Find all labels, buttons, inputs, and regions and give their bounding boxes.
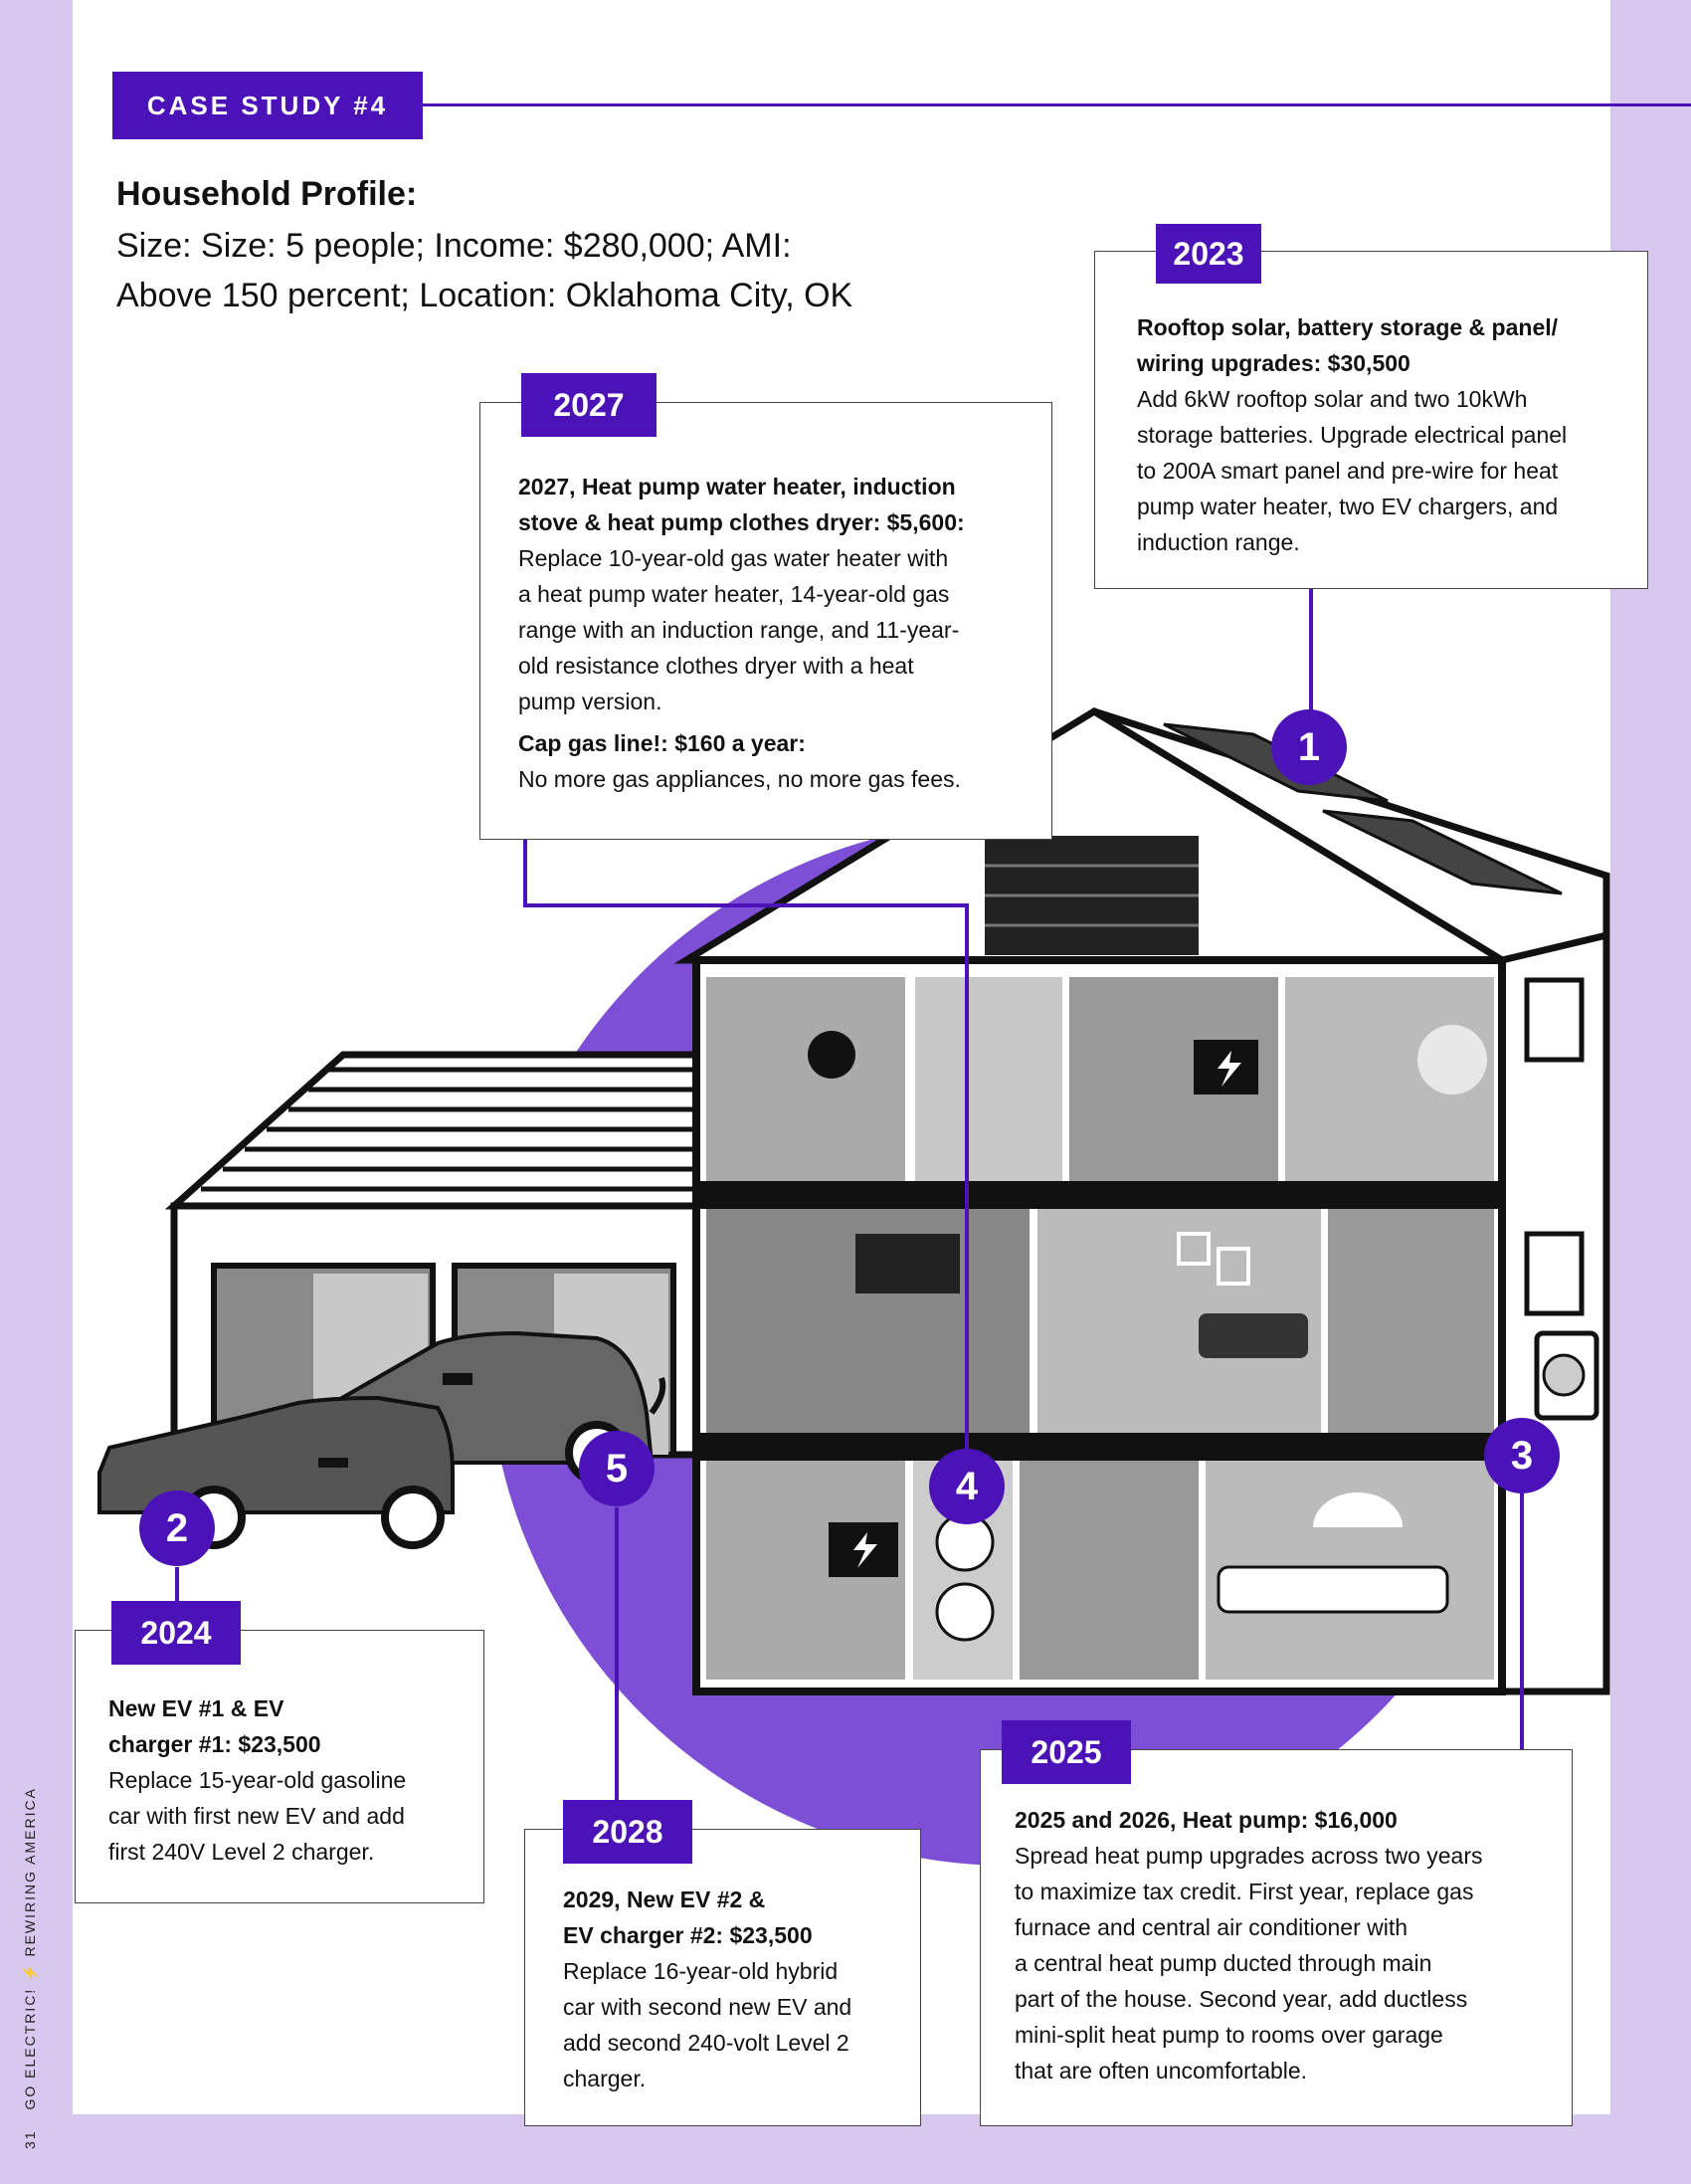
step-3-body-line: that are often uncomfortable. [1015, 2058, 1308, 2084]
profile-line-2: Above 150 percent; Location: Oklahoma Ci… [116, 277, 853, 314]
step-1-year: 2023 [1156, 224, 1261, 284]
step-3-body-line: mini-split heat pump to rooms over garag… [1015, 2022, 1443, 2048]
step-3-year: 2025 [1002, 1720, 1131, 1784]
step-5-card: 2028 2029, New EV #2 & EV charger #2: $2… [524, 1800, 921, 2126]
step-1-heading-1: Rooftop solar, battery storage & panel/ [1137, 314, 1559, 340]
connector-1 [1309, 589, 1313, 748]
step-2-card: 2024 New EV #1 & EV charger #1: $23,500 … [75, 1601, 484, 1903]
header-rule [423, 103, 1691, 106]
step-4-body-line: pump version. [518, 689, 662, 714]
step-3-body-line: part of the house. Second year, add duct… [1015, 1986, 1468, 2012]
step-4-body-line: old resistance clothes dryer with a heat [518, 653, 914, 679]
connector-4a [523, 838, 527, 907]
step-5-heading-2: EV charger #2: $23,500 [563, 1922, 813, 1948]
profile-title: Household Profile: [116, 175, 418, 213]
step-4-body-line: range with an induction range, and 11-ye… [518, 617, 960, 643]
step-2-heading-1: New EV #1 & EV [108, 1695, 284, 1721]
connector-4b [523, 903, 969, 907]
step-4-card: 2027 2027, Heat pump water heater, induc… [479, 373, 1052, 840]
step-4-body-line: Replace 10-year-old gas water heater wit… [518, 545, 949, 571]
step-5-body-line: Replace 16-year-old hybrid [563, 1958, 839, 1984]
connector-5 [615, 1507, 619, 1831]
step-4-body-2: No more gas appliances, no more gas fees… [518, 766, 961, 792]
house-body [692, 930, 1610, 1695]
step-4-heading-1: 2027, Heat pump water heater, induction [518, 474, 956, 499]
step-4-body-line: a heat pump water heater, 14-year-old ga… [518, 581, 950, 607]
step-5-body-line: add second 240-volt Level 2 [563, 2030, 849, 2056]
solar-panel-2 [1322, 809, 1563, 895]
step-5-body-line: car with second new EV and [563, 1994, 852, 2020]
step-1-body-line: Add 6kW rooftop solar and two 10kWh [1137, 386, 1528, 412]
left-margin-band [0, 0, 73, 2184]
step-1-heading-2: wiring upgrades: $30,500 [1137, 350, 1410, 376]
step-2-body-line: Replace 15-year-old gasoline [108, 1767, 407, 1793]
step-5-heading-1: 2029, New EV #2 & [563, 1886, 766, 1912]
step-2-marker: 2 [139, 1490, 215, 1566]
step-3-body-line: Spread heat pump upgrades across two yea… [1015, 1843, 1483, 1869]
step-2-body-line: first 240V Level 2 charger. [108, 1839, 375, 1865]
step-3-card: 2025 2025 and 2026, Heat pump: $16,000 S… [980, 1720, 1573, 2126]
step-4-year: 2027 [521, 373, 657, 437]
profile-line-1: Size: Size: 5 people; Income: $280,000; … [116, 227, 792, 265]
step-1-body-line: to 200A smart panel and pre-wire for hea… [1137, 458, 1559, 484]
step-2-body-line: car with first new EV and add [108, 1803, 405, 1829]
step-3-body-line: a central heat pump ducted through main [1015, 1950, 1432, 1976]
step-5-year: 2028 [563, 1800, 692, 1864]
step-3-heading-1: 2025 and 2026, Heat pump: $16,000 [1015, 1807, 1398, 1833]
connector-3 [1520, 1492, 1524, 1751]
step-1-body-line: induction range. [1137, 529, 1300, 555]
connector-2 [175, 1567, 179, 1617]
step-3-marker: 3 [1484, 1418, 1560, 1493]
roof [673, 706, 1610, 964]
step-3-body-line: to maximize tax credit. First year, repl… [1015, 1879, 1474, 1904]
step-2-year: 2024 [111, 1601, 241, 1665]
step-1-marker: 1 [1271, 709, 1347, 785]
step-2-heading-2: charger #1: $23,500 [108, 1731, 321, 1757]
step-3-body-line: furnace and central air conditioner with [1015, 1914, 1409, 1940]
step-1-body-line: storage batteries. Upgrade electrical pa… [1137, 422, 1568, 448]
step-4-marker: 4 [929, 1449, 1005, 1524]
step-5-body-line: charger. [563, 2066, 647, 2091]
step-5-marker: 5 [579, 1431, 655, 1506]
case-study-tag: CASE STUDY #4 [112, 72, 423, 139]
step-1-card: 2023 Rooftop solar, battery storage & pa… [1094, 224, 1648, 589]
step-1-body-line: pump water heater, two EV chargers, and [1137, 494, 1559, 519]
step-4-heading-2: stove & heat pump clothes dryer: $5,600: [518, 509, 965, 535]
step-4-heading-3: Cap gas line!: $160 a year: [518, 730, 806, 756]
connector-4c [965, 903, 969, 1451]
